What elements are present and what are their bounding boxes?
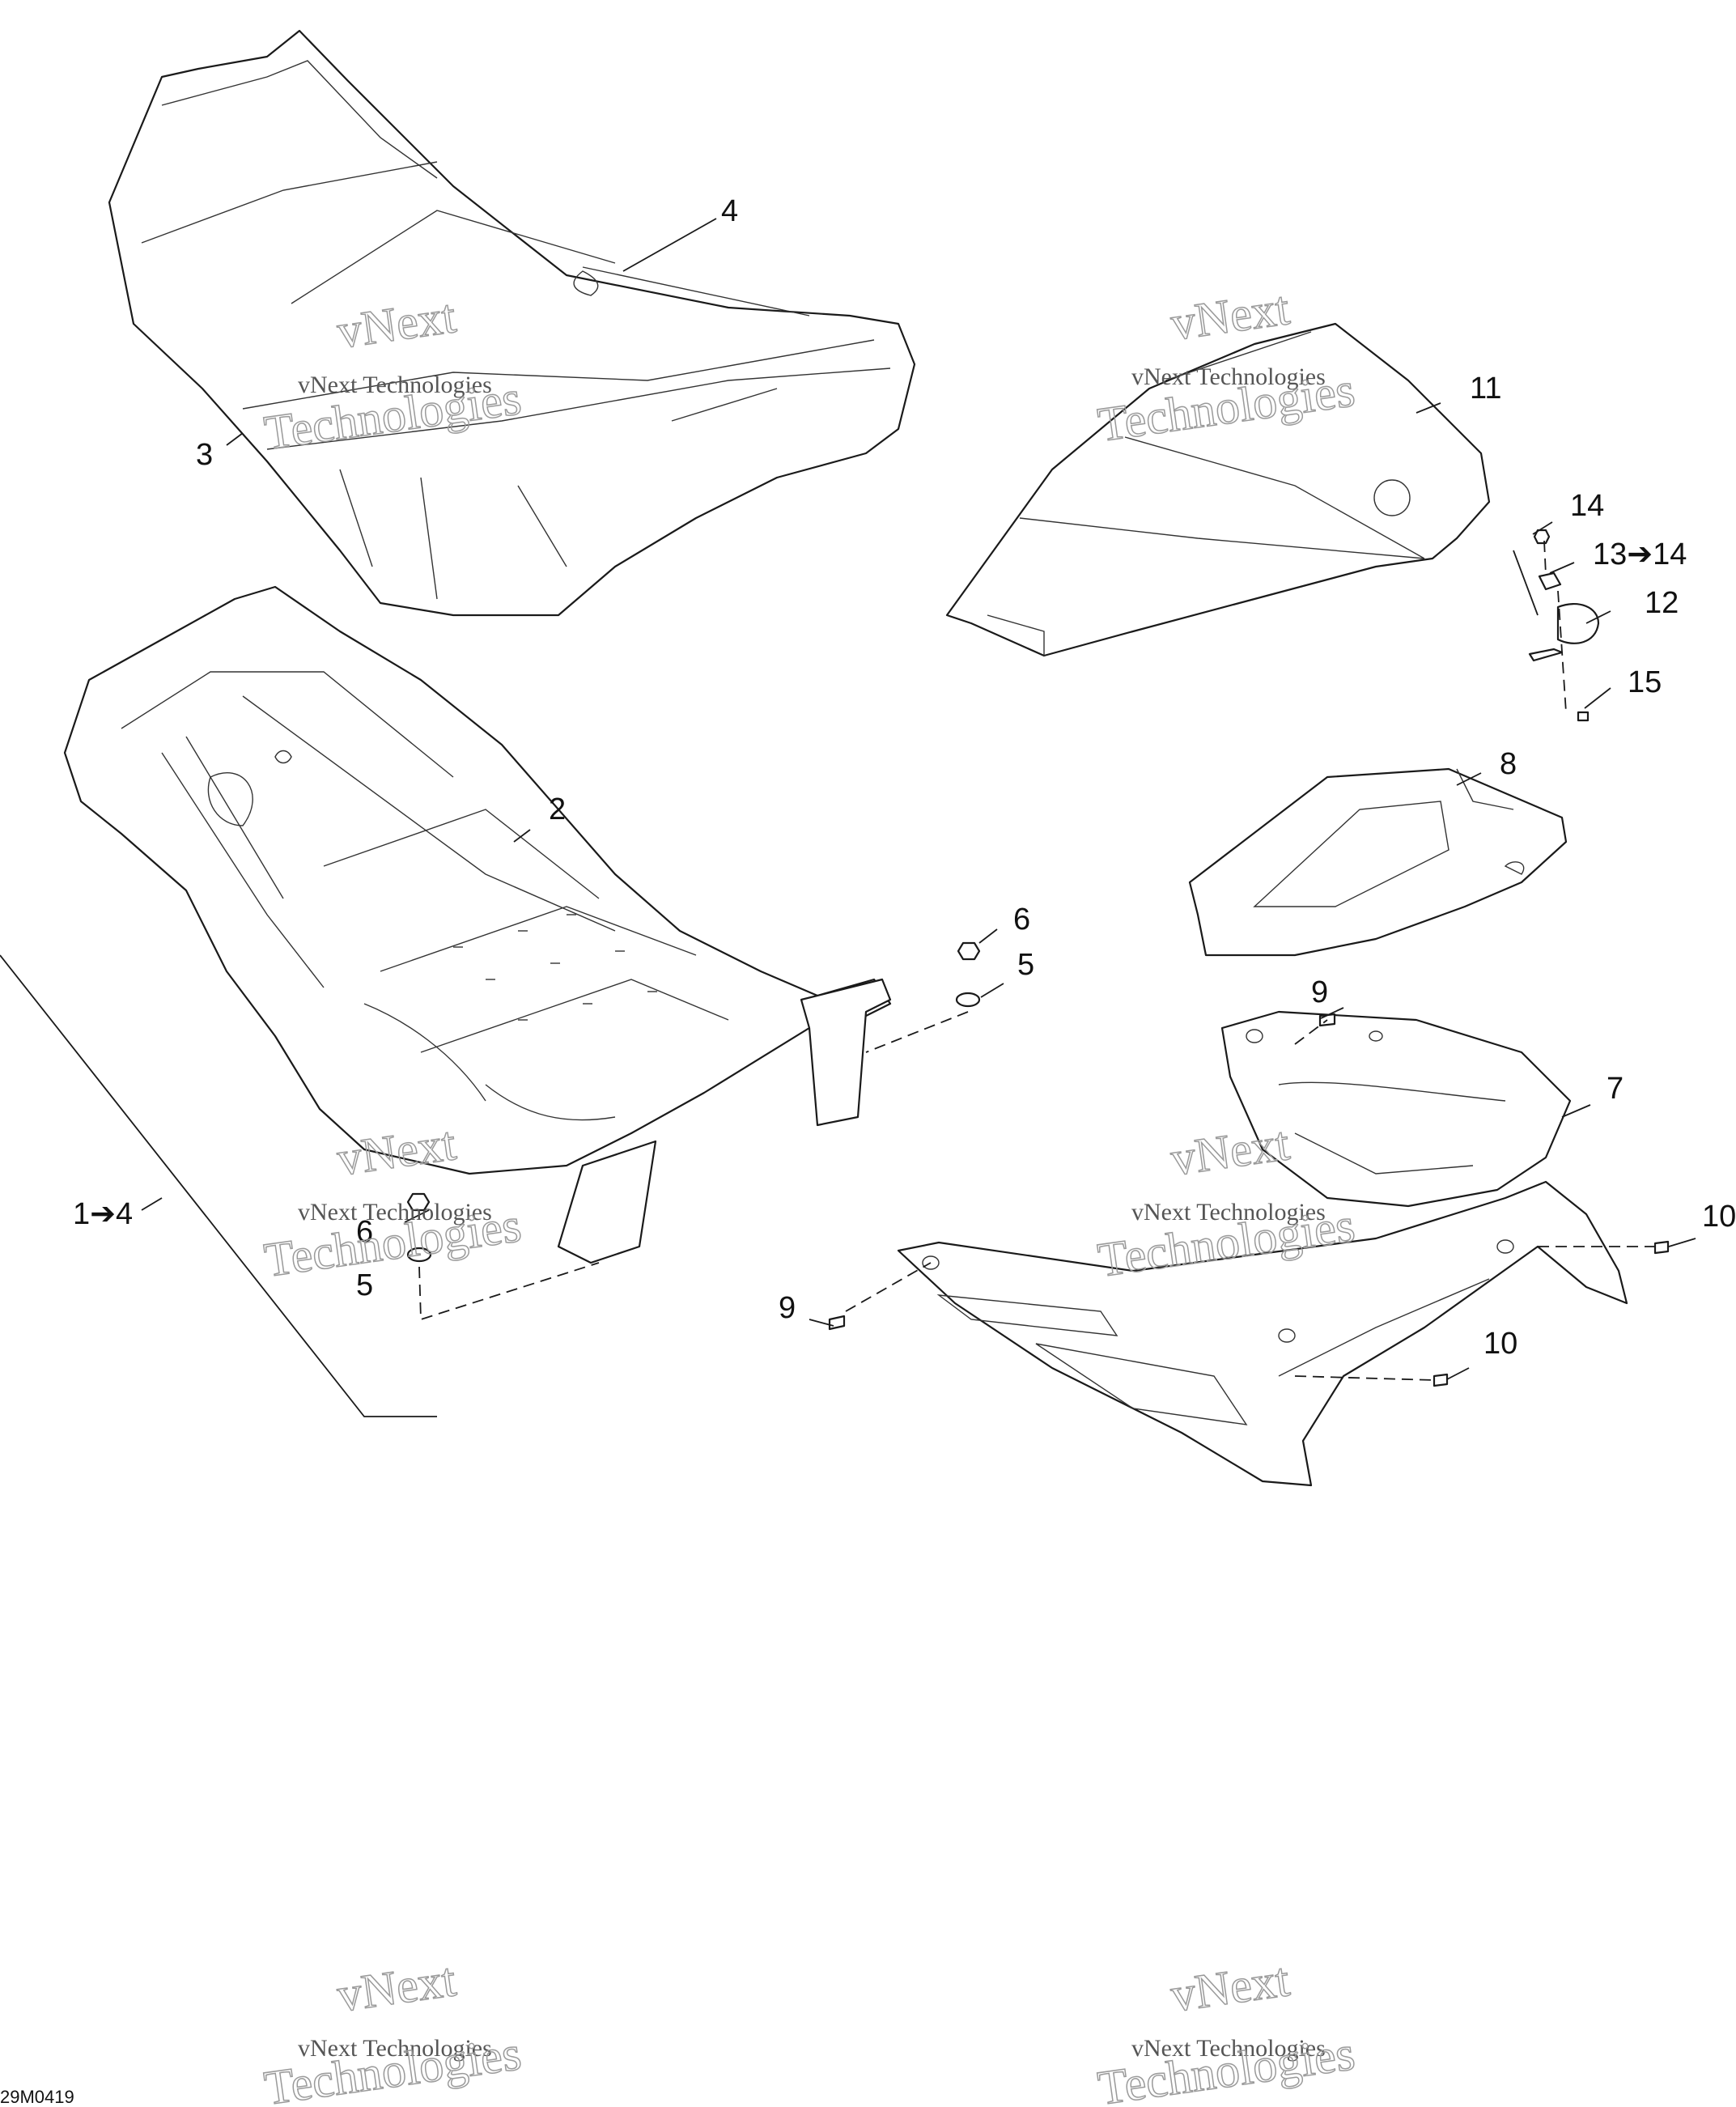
- storage-cover-part: [945, 322, 1491, 657]
- watermark-bottom-right: vNext Technologies vNext Technologies: [1094, 1952, 1359, 2107]
- callout-14: 14: [1570, 489, 1604, 523]
- svg-text:vNext Technologies: vNext Technologies: [298, 2035, 492, 2062]
- callout-3: 3: [196, 438, 213, 472]
- svg-text:vNext Technologies: vNext Technologies: [298, 372, 492, 398]
- svg-text:vNext Technologies: vNext Technologies: [1131, 1199, 1326, 1226]
- callout-8: 8: [1500, 747, 1517, 781]
- hardware-parts: [406, 529, 1670, 1387]
- callout-6b: 6: [356, 1215, 373, 1249]
- callout-11: 11: [1470, 372, 1501, 406]
- lower-side-panel-part: [897, 1180, 1628, 1487]
- svg-text:vNext Technologies: vNext Technologies: [1131, 363, 1326, 390]
- upper-side-panel-part: [1220, 1010, 1572, 1208]
- callout-2: 2: [549, 792, 566, 826]
- callout-9a: 9: [1311, 975, 1328, 1009]
- callout-6a: 6: [1013, 903, 1030, 937]
- callout-15: 15: [1628, 665, 1662, 699]
- leader-lines: [0, 218, 1696, 1417]
- svg-text:vNext Technologies: vNext Technologies: [298, 1199, 492, 1226]
- callout-5b: 5: [356, 1268, 373, 1302]
- storage-tray-part: [1188, 767, 1568, 957]
- svg-text:vNext: vNext: [1168, 1952, 1293, 2022]
- seat-part: [108, 29, 916, 617]
- drawing-code: 29M0419: [0, 2087, 74, 2107]
- seat-base-part: [63, 585, 892, 1264]
- svg-text:vNext Technologies: vNext Technologies: [1131, 2035, 1326, 2062]
- callout-10b: 10: [1483, 1327, 1517, 1361]
- callout-9b: 9: [779, 1291, 796, 1325]
- callout-13-14: 13➔14: [1593, 537, 1687, 571]
- callout-1-4: 1➔4: [73, 1197, 133, 1231]
- callout-12: 12: [1645, 586, 1679, 620]
- callout-4: 4: [721, 194, 738, 228]
- callout-10a: 10: [1702, 1200, 1736, 1234]
- callout-7: 7: [1607, 1072, 1624, 1106]
- callout-labels: 4 3 11 14 13➔14 12 15 8 2 6 5 9 7 1➔4 6 …: [73, 194, 1736, 1361]
- callout-5a: 5: [1017, 948, 1034, 982]
- watermark-bottom-left: vNext Technologies vNext Technologies: [261, 1952, 525, 2107]
- svg-text:vNext: vNext: [1168, 1116, 1293, 1186]
- svg-text:vNext: vNext: [334, 1952, 460, 2022]
